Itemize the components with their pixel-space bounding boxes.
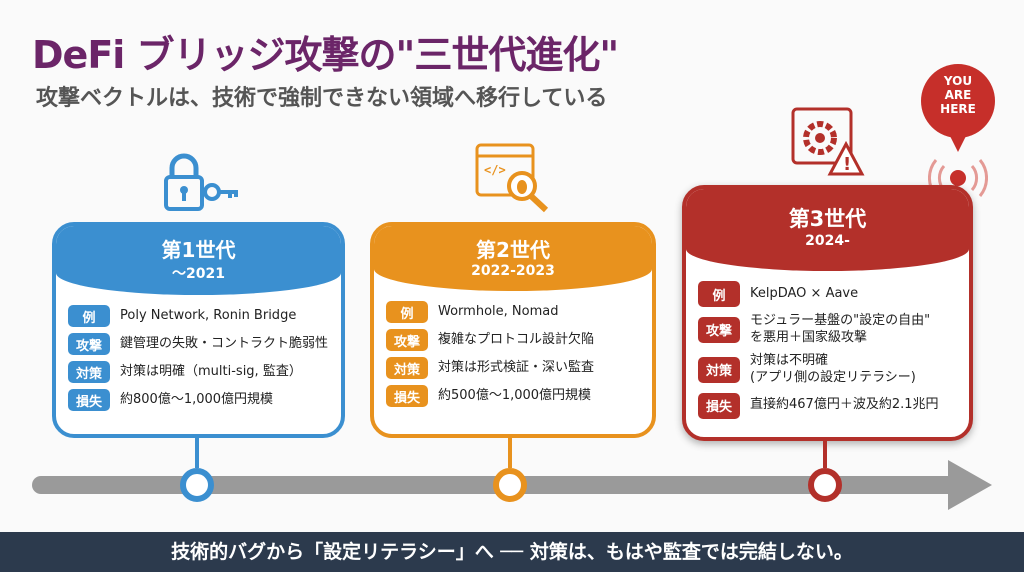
footer-banner: 技術的バグから「設定リテラシー」へ ── 対策は、もはや監査では完結しない。 bbox=[0, 532, 1024, 572]
row-tag: 対策 bbox=[698, 356, 740, 383]
timeline-arrow-head bbox=[948, 460, 992, 510]
row-tag: 損失 bbox=[698, 392, 740, 419]
card-row: 攻撃鍵管理の失敗・コントラクト脆弱性 bbox=[68, 333, 329, 355]
row-tag: 例 bbox=[68, 305, 110, 327]
code-bug-icon: </> bbox=[475, 143, 549, 213]
row-tag: 攻撃 bbox=[386, 329, 428, 351]
signal-waves-icon bbox=[928, 159, 988, 197]
card-row: 損失約500億〜1,000億円規模 bbox=[386, 385, 640, 407]
row-text: KelpDAO × Aave bbox=[750, 285, 859, 301]
row-tag: 例 bbox=[386, 301, 428, 323]
row-text: 対策は明確（multi-sig, 監査） bbox=[120, 363, 302, 379]
row-text: 約500億〜1,000億円規模 bbox=[438, 387, 592, 403]
generation-card-3: 第3世代 2024- 例 KelpDAO × Aave 攻撃モジュラー基盤の"設定の自由… bbox=[682, 185, 973, 441]
svg-text:</>: </> bbox=[484, 163, 506, 177]
lock-key-icon bbox=[164, 153, 238, 211]
card-row: 例 Poly Network, Ronin Bridge bbox=[68, 305, 329, 327]
row-tag: 攻撃 bbox=[68, 333, 110, 355]
row-tag: 損失 bbox=[386, 385, 428, 407]
card-header: 第1世代〜2021 bbox=[56, 226, 341, 295]
you-are-here-marker: YOU ARE HERE bbox=[921, 64, 995, 152]
card-row: 攻撃複雑なプロトコル設計欠陥 bbox=[386, 329, 640, 351]
connector bbox=[823, 441, 827, 468]
timeline-node-gen3 bbox=[808, 468, 842, 502]
card-row: 対策対策は形式検証・深い監査 bbox=[386, 357, 640, 379]
connector bbox=[195, 438, 199, 468]
card-row: 攻撃モジュラー基盤の"設定の自由" を悪用＋国家級攻撃 bbox=[698, 313, 957, 347]
card-row: 対策対策は不明確 (アプリ側の設定リテラシー) bbox=[698, 353, 957, 387]
generation-years: 2022-2023 bbox=[471, 263, 555, 279]
connector bbox=[508, 438, 512, 468]
row-text: Poly Network, Ronin Bridge bbox=[120, 307, 297, 323]
generation-years: 2024- bbox=[805, 233, 850, 249]
row-text: 対策は不明確 (アプリ側の設定リテラシー) bbox=[750, 352, 916, 385]
row-text: 直接約467億円＋波及約2.1兆円 bbox=[750, 397, 939, 413]
row-text: 対策は形式検証・深い監査 bbox=[438, 359, 595, 375]
marker-line: HERE bbox=[940, 102, 976, 116]
timeline-node-gen1 bbox=[180, 468, 214, 502]
row-text: 鍵管理の失敗・コントラクト脆弱性 bbox=[120, 335, 329, 351]
card-row: 対策対策は明確（multi-sig, 監査） bbox=[68, 361, 329, 383]
row-text: 複雑なプロトコル設計欠陥 bbox=[438, 331, 595, 347]
row-text: モジュラー基盤の"設定の自由" を悪用＋国家級攻撃 bbox=[750, 313, 931, 345]
marker-line: YOU bbox=[943, 74, 973, 88]
row-tag: 対策 bbox=[68, 361, 110, 383]
card-row: 例 Wormhole, Nomad bbox=[386, 301, 640, 323]
generation-name: 第3世代 bbox=[788, 207, 867, 231]
generation-years: 〜2021 bbox=[172, 266, 225, 282]
generation-name: 第2世代 bbox=[476, 238, 550, 262]
card-row: 損失直接約467億円＋波及約2.1兆円 bbox=[698, 392, 957, 419]
card-row: 損失約800億〜1,000億円規模 bbox=[68, 389, 329, 411]
row-tag: 攻撃 bbox=[698, 316, 740, 343]
row-tag: 対策 bbox=[386, 357, 428, 379]
generation-card-1: 第1世代〜2021 例 Poly Network, Ronin Bridge 攻撃鍵管… bbox=[52, 222, 345, 438]
timeline-node-gen2 bbox=[493, 468, 527, 502]
row-text: Wormhole, Nomad bbox=[438, 303, 559, 319]
row-tag: 例 bbox=[698, 281, 740, 307]
page-subtitle: 攻撃ベクトルは、技術で強制できない領域へ移行している bbox=[36, 86, 608, 111]
svg-text:!: ! bbox=[843, 154, 851, 175]
gear-warning-icon: ! bbox=[791, 107, 865, 176]
marker-line: ARE bbox=[944, 88, 972, 102]
page-title: DeFi ブリッジ攻撃の"三世代進化" bbox=[32, 33, 619, 77]
generation-name: 第1世代 bbox=[161, 238, 236, 262]
card-header: 第3世代 2024- bbox=[686, 189, 969, 271]
card-row: 例 KelpDAO × Aave bbox=[698, 281, 957, 307]
timeline-axis bbox=[32, 476, 952, 494]
row-tag: 損失 bbox=[68, 389, 110, 411]
row-text: 約800億〜1,000億円規模 bbox=[120, 391, 274, 407]
